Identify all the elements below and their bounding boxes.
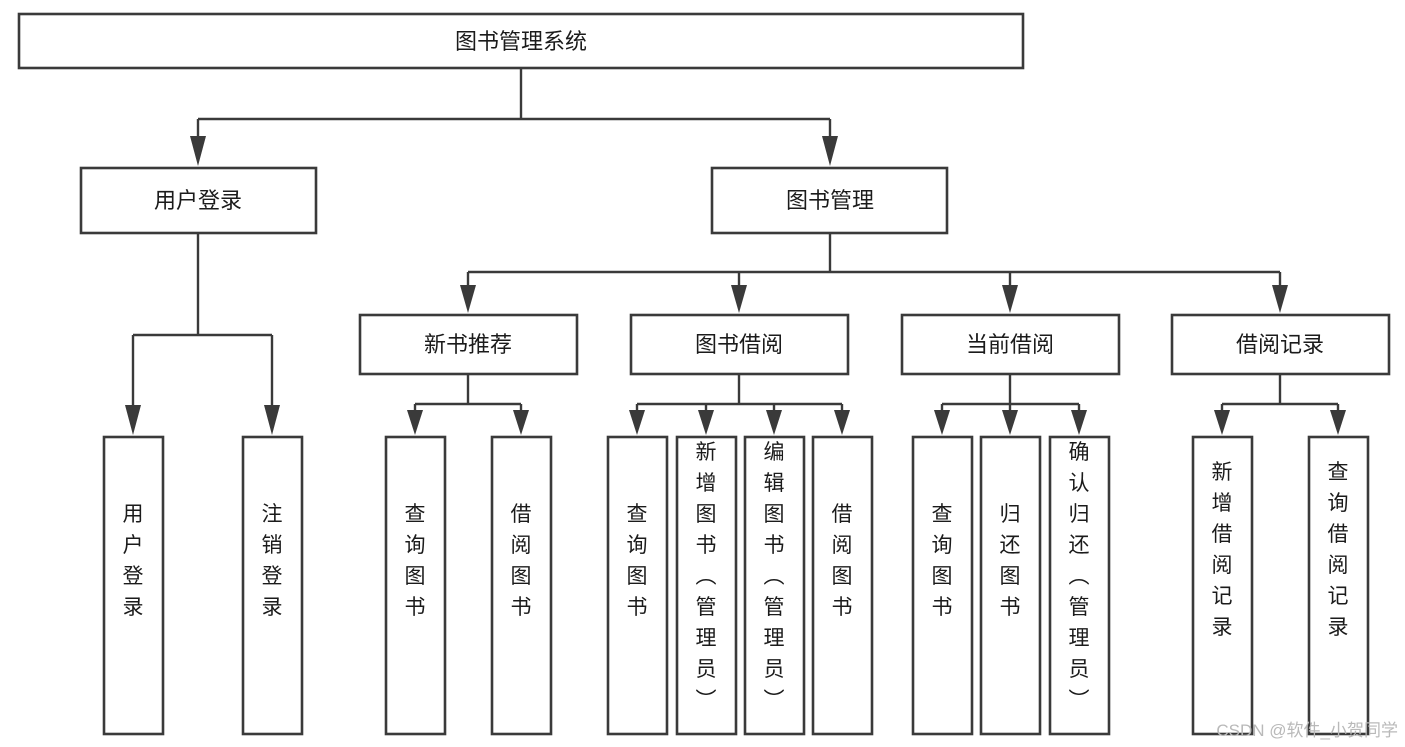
arrow-to-new-book-recommend-icon <box>460 285 476 313</box>
arrow-to-user-login-icon <box>190 136 206 166</box>
leaf-user-login-1-box[interactable] <box>241 435 304 736</box>
leaf-new-book-recommend-1-label: 借阅图书 <box>511 503 532 619</box>
arrow-to-book-borrow-icon <box>731 285 747 313</box>
leaf-book-borrow-0[interactable]: 查询图书 <box>606 435 669 736</box>
arrow-current-borrow-leaf-1-icon <box>1002 410 1018 435</box>
leaf-borrow-record-0-label: 新增借阅记录 <box>1212 461 1233 639</box>
node-new-book-recommend[interactable]: 新书推荐 <box>358 313 579 376</box>
node-new-book-recommend-label: 新书推荐 <box>424 332 512 357</box>
leaf-borrow-record-1-label: 查询借阅记录 <box>1328 461 1349 639</box>
node-root-box[interactable] <box>17 12 1025 70</box>
watermark-label: CSDN @软件_小贺同学 <box>1216 721 1398 740</box>
node-root-label: 图书管理系统 <box>455 29 587 54</box>
arrow-book-borrow-leaf-3-icon <box>834 410 850 435</box>
connector-group-root <box>190 68 838 166</box>
leaf-new-book-recommend-0-label: 查询图书 <box>405 503 426 619</box>
leaf-user-login-0-label: 用户登录 <box>123 503 144 619</box>
node-user-login[interactable]: 用户登录 <box>79 166 318 235</box>
connector-group-borrow-record <box>1214 374 1346 435</box>
node-book-borrow-label: 图书借阅 <box>695 332 783 357</box>
leaf-book-borrow-3-label: 借阅图书 <box>832 503 853 619</box>
node-book-management-box[interactable] <box>710 166 949 235</box>
arrow-to-book-mgmt-icon <box>822 136 838 166</box>
node-borrow-record[interactable]: 借阅记录 <box>1170 313 1391 376</box>
node-book-management[interactable]: 图书管理 <box>710 166 949 235</box>
leaf-user-login-1[interactable]: 注销登录 <box>241 435 304 736</box>
leaf-new-book-recommend-0[interactable]: 查询图书 <box>384 435 447 736</box>
leaf-user-login-0[interactable]: 用户登录 <box>102 435 165 736</box>
leaf-book-borrow-2[interactable]: 编辑图书︵管理员︶ <box>743 435 806 736</box>
leaf-new-book-recommend-1[interactable]: 借阅图书 <box>490 435 553 736</box>
arrow-borrow-record-leaf-0-icon <box>1214 410 1230 435</box>
leaf-book-borrow-1[interactable]: 新增图书︵管理员︶ <box>675 435 738 736</box>
node-book-borrow-box[interactable] <box>629 313 850 376</box>
connector-group-user-login <box>125 233 280 435</box>
arrow-book-borrow-leaf-1-icon <box>698 410 714 435</box>
leaf-current-borrow-0[interactable]: 查询图书 <box>911 435 974 736</box>
leaf-borrow-record-1[interactable]: 查询借阅记录 <box>1307 435 1370 736</box>
arrow-user-login-leaf-1-icon <box>264 405 280 435</box>
node-user-login-label: 用户登录 <box>154 188 242 213</box>
connector-group-book-borrow <box>629 374 850 435</box>
arrow-user-login-leaf-0-icon <box>125 405 141 435</box>
leaf-book-borrow-2-box[interactable] <box>743 435 806 736</box>
leaf-book-borrow-1-label: 新增图书︵管理员︶ <box>696 441 717 712</box>
leaf-book-borrow-1-box[interactable] <box>675 435 738 736</box>
node-root-book-management-system[interactable]: 图书管理系统 <box>17 12 1025 70</box>
leaf-current-borrow-0-label: 查询图书 <box>932 503 953 619</box>
leaf-user-login-1-label: 注销登录 <box>262 503 283 619</box>
leaf-book-borrow-0-label: 查询图书 <box>627 503 648 619</box>
arrow-current-borrow-leaf-2-icon <box>1071 410 1087 435</box>
leaf-new-book-recommend-0-box[interactable] <box>384 435 447 736</box>
node-current-borrow-box[interactable] <box>900 313 1121 376</box>
arrow-book-borrow-leaf-0-icon <box>629 410 645 435</box>
node-book-management-label: 图书管理 <box>786 188 874 213</box>
leaf-current-borrow-0-box[interactable] <box>911 435 974 736</box>
node-new-book-recommend-box[interactable] <box>358 313 579 376</box>
leaf-book-borrow-0-box[interactable] <box>606 435 669 736</box>
connector-group-current-borrow <box>934 374 1087 435</box>
leaf-book-borrow-3[interactable]: 借阅图书 <box>811 435 874 736</box>
leaf-current-borrow-2-box[interactable] <box>1048 435 1111 736</box>
leaf-current-borrow-1-box[interactable] <box>979 435 1042 736</box>
leaf-current-borrow-1[interactable]: 归还图书 <box>979 435 1042 736</box>
leaf-book-borrow-3-box[interactable] <box>811 435 874 736</box>
connector-group-book-mgmt <box>460 233 1288 313</box>
leaf-new-book-recommend-1-box[interactable] <box>490 435 553 736</box>
node-current-borrow[interactable]: 当前借阅 <box>900 313 1121 376</box>
leaf-current-borrow-2[interactable]: 确认归还︵管理员︶ <box>1048 435 1111 736</box>
leaf-borrow-record-0-box[interactable] <box>1191 435 1254 736</box>
arrow-new-book-leaf-0-icon <box>407 410 423 435</box>
leaf-borrow-record-0[interactable]: 新增借阅记录 <box>1191 435 1254 736</box>
arrow-to-current-borrow-icon <box>1002 285 1018 313</box>
connector-group-new-book-recommend <box>407 374 529 435</box>
arrow-new-book-leaf-1-icon <box>513 410 529 435</box>
arrow-to-borrow-record-icon <box>1272 285 1288 313</box>
leaf-current-borrow-2-label: 确认归还︵管理员︶ <box>1069 441 1090 712</box>
node-borrow-record-label: 借阅记录 <box>1236 332 1324 357</box>
leaf-current-borrow-1-label: 归还图书 <box>1000 503 1021 619</box>
node-current-borrow-label: 当前借阅 <box>966 332 1054 357</box>
node-user-login-box[interactable] <box>79 166 318 235</box>
leaf-user-login-0-box[interactable] <box>102 435 165 736</box>
arrow-book-borrow-leaf-2-icon <box>766 410 782 435</box>
node-book-borrow[interactable]: 图书借阅 <box>629 313 850 376</box>
arrow-current-borrow-leaf-0-icon <box>934 410 950 435</box>
arrow-borrow-record-leaf-1-icon <box>1330 410 1346 435</box>
leaf-book-borrow-2-label: 编辑图书︵管理员︶ <box>764 441 785 712</box>
leaf-borrow-record-1-box[interactable] <box>1307 435 1370 736</box>
node-borrow-record-box[interactable] <box>1170 313 1391 376</box>
